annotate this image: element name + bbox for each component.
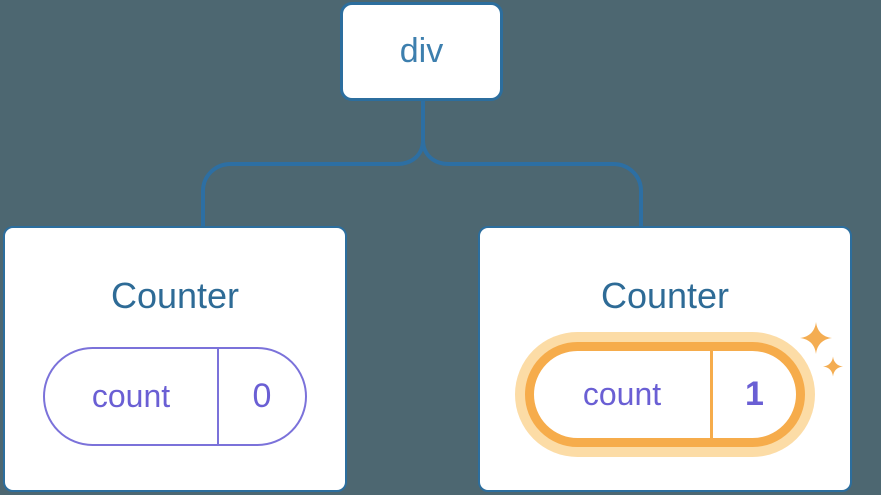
state-key: count xyxy=(91,378,171,414)
state-value: 1 xyxy=(745,375,764,413)
component-title: Counter xyxy=(110,275,240,316)
state-value-section: 1 xyxy=(713,351,796,438)
state-key-section: count xyxy=(534,351,713,438)
state-key-section: count xyxy=(45,349,219,444)
root-node-label: div xyxy=(399,32,444,70)
sparkle-icon xyxy=(800,322,832,354)
state-pill-highlighted: count 1 xyxy=(525,342,805,447)
counter-card-right: Counter count 1 xyxy=(478,226,852,492)
state-pill: count 0 xyxy=(43,347,307,446)
root-node-div: div xyxy=(340,2,503,101)
counter-card-left: Counter count 0 xyxy=(3,226,347,492)
connector-right-branch xyxy=(421,139,643,227)
connector-left-branch xyxy=(201,101,425,227)
sparkle-icon xyxy=(823,356,843,377)
state-value: 0 xyxy=(252,377,272,415)
component-title: Counter xyxy=(600,275,730,316)
state-value-section: 0 xyxy=(219,349,305,444)
state-key: count xyxy=(582,376,662,412)
